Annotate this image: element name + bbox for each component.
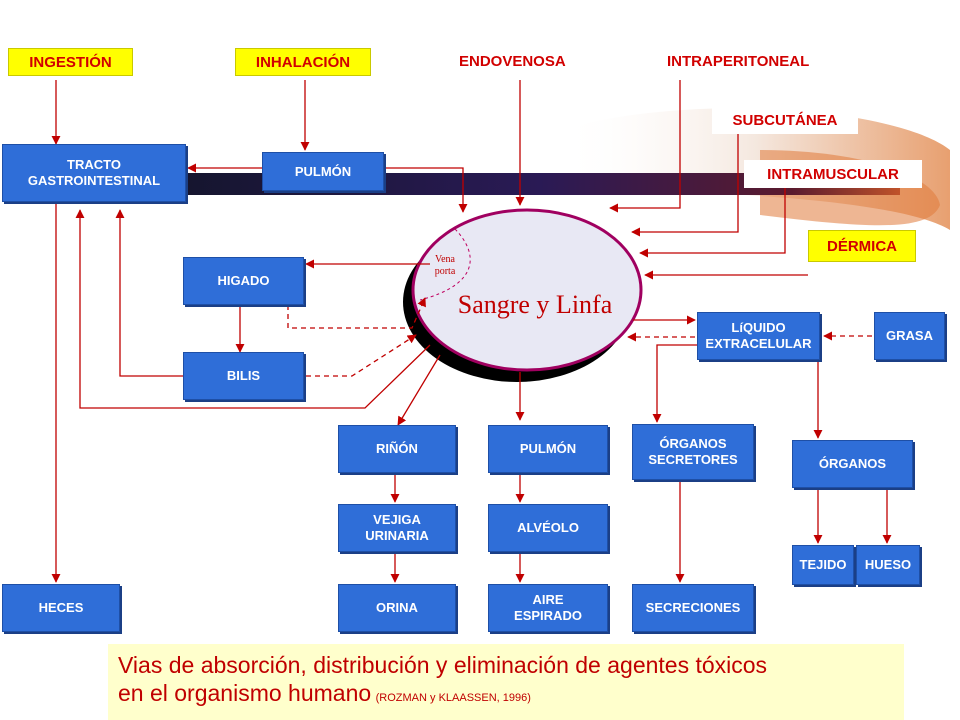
box-heces: HECES — [2, 584, 120, 632]
route-inhalacion: INHALACIÓN — [235, 48, 371, 76]
box-tracto-gastrointestinal: TRACTO GASTROINTESTINAL — [2, 144, 186, 202]
arrow-intraperitoneal — [609, 80, 681, 213]
caption-reference: (ROZMAN y KLAASSEN, 1996) — [375, 692, 531, 704]
box-organos-secretores: ÓRGANOS SECRETORES — [632, 424, 754, 480]
organos-secretores-line-2: SECRETORES — [648, 452, 738, 467]
tracto-line-1: TRACTO — [67, 157, 121, 172]
box-secreciones: SECRECIONES — [632, 584, 754, 632]
box-organos: ÓRGANOS — [792, 440, 913, 488]
tracto-line-2: GASTROINTESTINAL — [27, 173, 161, 188]
vena-porta-line — [419, 228, 471, 301]
box-bilis: BILIS — [183, 352, 304, 400]
box-liquido-extracelular: LíQUIDO EXTRACELULAR — [697, 312, 820, 360]
caption-line-2-wrap: en el organismo humano (ROZMAN y KLAASSE… — [118, 679, 894, 707]
box-grasa: GRASA — [874, 312, 945, 360]
dashed-arrow-bilis-sangre — [306, 334, 417, 377]
caption-line-1: Vias de absorción, distribución y elimin… — [118, 652, 768, 678]
box-tejido: TEJIDO — [792, 545, 854, 585]
arrow-sangre-tracto — [75, 209, 431, 409]
arrow-subcutanea — [631, 130, 739, 237]
caption-line-2: en el organismo humano — [118, 680, 372, 706]
box-aire-espirado: AIRE ESPIRADO — [488, 584, 608, 632]
box-pulmon-eliminacion: PULMÓN — [488, 425, 608, 473]
organos-secretores-line-1: ÓRGANOS — [659, 436, 727, 451]
box-higado: HIGADO — [183, 257, 304, 305]
route-ingestion: INGESTIÓN — [8, 48, 133, 76]
vena-porta-line-2: porta — [434, 266, 456, 277]
vena-porta-line-1: Vena — [435, 254, 455, 265]
sangre-y-linfa-label: Sangre y Linfa — [457, 290, 613, 319]
aire-line-1: AIRE — [532, 592, 564, 607]
arrow-liquido-organos-secretores — [652, 344, 700, 423]
arrow-sangre-rinon — [397, 354, 441, 426]
route-endovenosa: ENDOVENOSA — [459, 53, 566, 70]
sangre-oval — [411, 208, 643, 372]
arrow-intramuscular — [639, 186, 786, 258]
box-vejiga-urinaria: VEJIGA URINARIA — [338, 504, 456, 552]
liquido-line-2: EXTRACELULAR — [705, 336, 812, 351]
caption-box: Vias de absorción, distribución y elimin… — [108, 644, 904, 720]
aire-line-2: ESPIRADO — [514, 608, 582, 623]
dashed-arrow-higado-sangre — [287, 297, 426, 329]
box-pulmon-inhalacion: PULMÓN — [262, 152, 384, 191]
route-intramuscular: INTRAMUSCULAR — [744, 160, 922, 188]
vejiga-line-2: URINARIA — [365, 528, 429, 543]
route-dermica: DÉRMICA — [808, 230, 916, 262]
route-intraperitoneal: INTRAPERITONEAL — [667, 53, 810, 70]
vejiga-line-1: VEJIGA — [373, 512, 421, 527]
vena-porta-label: Vena porta — [427, 254, 463, 278]
liquido-line-1: LíQUIDO — [731, 320, 786, 335]
arrow-pulmon-sangre — [385, 167, 468, 213]
route-subcutanea: SUBCUTÁNEA — [712, 106, 858, 134]
arrow-bilis-tracto — [115, 209, 185, 377]
box-rinon: RIÑÓN — [338, 425, 456, 473]
box-orina: ORINA — [338, 584, 456, 632]
box-alveolo: ALVÉOLO — [488, 504, 608, 552]
box-hueso: HUESO — [856, 545, 920, 585]
